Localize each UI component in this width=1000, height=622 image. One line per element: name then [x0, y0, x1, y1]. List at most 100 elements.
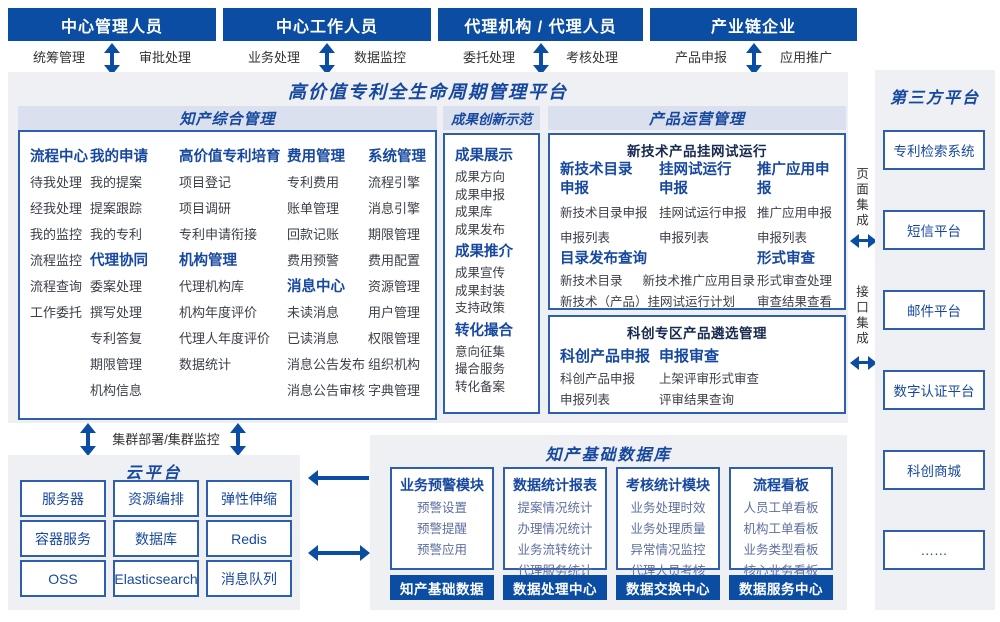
menu-item: 新技术推广应用目录 — [642, 274, 756, 288]
module-item: 预警提醒 — [416, 522, 467, 536]
menu-item: 未读消息 — [287, 305, 340, 320]
module-item: 办理情况统计 — [517, 522, 593, 536]
role-function-left-label: 委托处理 — [463, 50, 516, 65]
module-item: 代理服务统计 — [517, 564, 593, 578]
vertical-double-arrow-icon — [532, 43, 549, 75]
ip-database-panel: 知产基础数据库 业务预警模块 预警设置预警提醒预警应用 数据统计报表 提案情况统… — [370, 435, 847, 610]
role-group: 产业链企业 产品申报 应用推广 — [650, 0, 857, 82]
menu-item: 委案处理 — [90, 279, 143, 294]
menu-item: 推广应用申报 — [757, 206, 833, 220]
third-party-system-box: 专利检索系统 — [883, 130, 985, 170]
module-title: 流程看板 — [753, 477, 809, 493]
menu-item: 消息引擎 — [368, 201, 421, 216]
role-title: 代理机构 / 代理人员 — [438, 8, 643, 41]
menu-group-title: 申报审查 — [659, 348, 720, 365]
menu-column: 高价值专利培育项目登记项目调研专利申请衔接机构管理代理机构库机构年度评价代理人年… — [179, 144, 281, 378]
menu-item: 撮合服务 — [455, 362, 506, 376]
cloud-service-box: 资源编排 — [113, 480, 199, 517]
role-function-right-label: 应用推广 — [779, 50, 832, 65]
menu-group-title-line: 推广应用申报 — [757, 162, 830, 197]
menu-column: 新技术目录申报 新技术目录申报申报列表 — [560, 161, 659, 251]
menu-column: 费用管理专利费用账单管理回款记账费用预警消息中心未读消息已读消息消息公告发布消息… — [287, 144, 365, 404]
role-function-left-label: 产品申报 — [675, 50, 728, 65]
menu-item: 流程监控 — [30, 253, 83, 268]
menu-group-title: 科创产品申报 — [560, 348, 651, 365]
menu-item: 系统管理 — [368, 149, 426, 165]
menu-items: 上架评审形式审查评审结果查询 — [659, 369, 759, 411]
module-items: 业务处理时效业务处理质量异常情况监控代理人员考核 — [618, 498, 718, 582]
menu-item: 转化撮合 — [455, 322, 513, 339]
menu-item: 回款记账 — [287, 227, 340, 242]
cloud-service-box: OSS — [20, 560, 106, 597]
menu-item: 资源管理 — [368, 279, 421, 294]
role-function-left-label: 统筹管理 — [33, 50, 86, 65]
menu-column: 科创产品申报 科创产品申报申报列表 — [560, 345, 659, 411]
database-module-box: 数据统计报表 提案情况统计办理情况统计业务流转统计代理服务统计 — [503, 467, 607, 578]
horizontal-double-arrow-icon — [308, 545, 370, 561]
menu-item: 我的专利 — [90, 227, 143, 242]
section-title-ip-management: 知产综合管理 — [18, 106, 437, 130]
third-party-system-box: 数字认证平台 — [883, 370, 985, 410]
menu-item: 待我处理 — [30, 175, 83, 190]
role-title: 中心管理人员 — [8, 8, 216, 41]
menu-column: 成果展示成果方向成果申报成果库成果发布成果推介成果宣传成果封装支持政策转化撮合意… — [445, 135, 538, 396]
menu-item: 我的申请 — [90, 149, 148, 165]
menu-item: 我的监控 — [30, 227, 83, 242]
menu-item: 申报列表 — [757, 231, 808, 245]
menu-item: 审查结果查看 — [757, 295, 833, 309]
menu-item: 费用预警 — [287, 253, 340, 268]
menu-item: 专利答复 — [90, 331, 143, 346]
database-base-box: 知产基础数据 — [390, 575, 494, 600]
vertical-double-arrow-icon — [104, 43, 120, 75]
menu-item: 支持政策 — [455, 301, 506, 315]
menu-column: 流程中心待我处理经我处理我的监控流程监控流程查询工作委托 — [30, 144, 88, 326]
menu-item-row: 新技术目录 新技术推广应用目录 — [560, 271, 755, 292]
role-function-right-label: 审批处理 — [138, 50, 191, 65]
database-base-box: 数据服务中心 — [729, 575, 833, 600]
module-item: 业务流转统计 — [517, 543, 593, 557]
menu-item: 成果库 — [455, 205, 493, 219]
menu-item: 机构管理 — [179, 253, 237, 269]
module-title: 考核统计模块 — [626, 477, 710, 493]
module-items: 人员工单看板机构工单看板业务类型看板核心业务看板 — [731, 498, 831, 582]
menu-item: 新技术目录申报 — [560, 206, 648, 220]
api-integration-label: 接口集成 — [854, 285, 868, 347]
cloud-service-box: 消息队列 — [206, 560, 292, 597]
vertical-double-arrow-icon — [745, 43, 762, 75]
third-party-panel: 第三方平台 专利检索系统短信平台邮件平台数字认证平台科创商城…… — [875, 70, 995, 610]
menu-items: 挂网试运行申报申报列表 — [659, 201, 757, 251]
catalog-publish-query: 目录发布查询 新技术目录新技术推广应用目录 新技术（产品）挂网试运行计划 — [560, 247, 755, 313]
cloud-service-box: Redis — [206, 520, 292, 557]
menu-item: 机构信息 — [90, 383, 143, 398]
role-function-left-label: 业务处理 — [248, 50, 301, 65]
menu-item: 成果封装 — [455, 283, 506, 298]
cloud-platform-title: 云平台 — [125, 465, 183, 482]
module-items: 提案情况统计办理情况统计业务流转统计代理服务统计 — [505, 498, 605, 582]
horizontal-double-arrow-icon — [850, 356, 877, 370]
cloud-service-box: 容器服务 — [20, 520, 106, 557]
menu-group-title-line: 申报 — [659, 181, 688, 197]
menu-items: 科创产品申报申报列表 — [560, 369, 659, 411]
module-title: 业务预警模块 — [400, 477, 484, 493]
platform-panel: 高价值专利全生命周期管理平台 知产综合管理 流程中心待我处理经我处理我的监控流程… — [8, 72, 848, 423]
role-title: 产业链企业 — [650, 8, 857, 41]
menu-item: 新技术目录 — [560, 274, 623, 288]
menu-item: 高价值专利培育 — [179, 149, 281, 165]
role-group: 中心工作人员 业务处理 数据监控 — [223, 0, 431, 82]
subsection-sci-tech-selection: 科创专区产品遴选管理 科创产品申报 科创产品申报申报列表 申报审查 上架评审形式… — [548, 315, 846, 414]
third-party-boxes: 专利检索系统短信平台邮件平台数字认证平台科创商城…… — [883, 130, 985, 570]
menu-item: 成果方向 — [455, 170, 506, 184]
menu-group-title: 挂网试运行申报 — [659, 161, 757, 201]
third-party-system-box: 邮件平台 — [883, 290, 985, 330]
menu-group-title-line: 新技术目录 — [560, 162, 633, 178]
menu-item: 意向征集 — [455, 344, 506, 359]
module-item: 业务类型看板 — [743, 543, 819, 557]
module-items: 预警设置预警提醒预警应用 — [392, 498, 492, 561]
menu-item: 期限管理 — [368, 227, 421, 242]
cloud-service-box: Elasticsearch — [113, 560, 199, 597]
menu-item: 消息中心 — [287, 279, 345, 295]
vertical-double-arrow-icon — [319, 43, 335, 75]
